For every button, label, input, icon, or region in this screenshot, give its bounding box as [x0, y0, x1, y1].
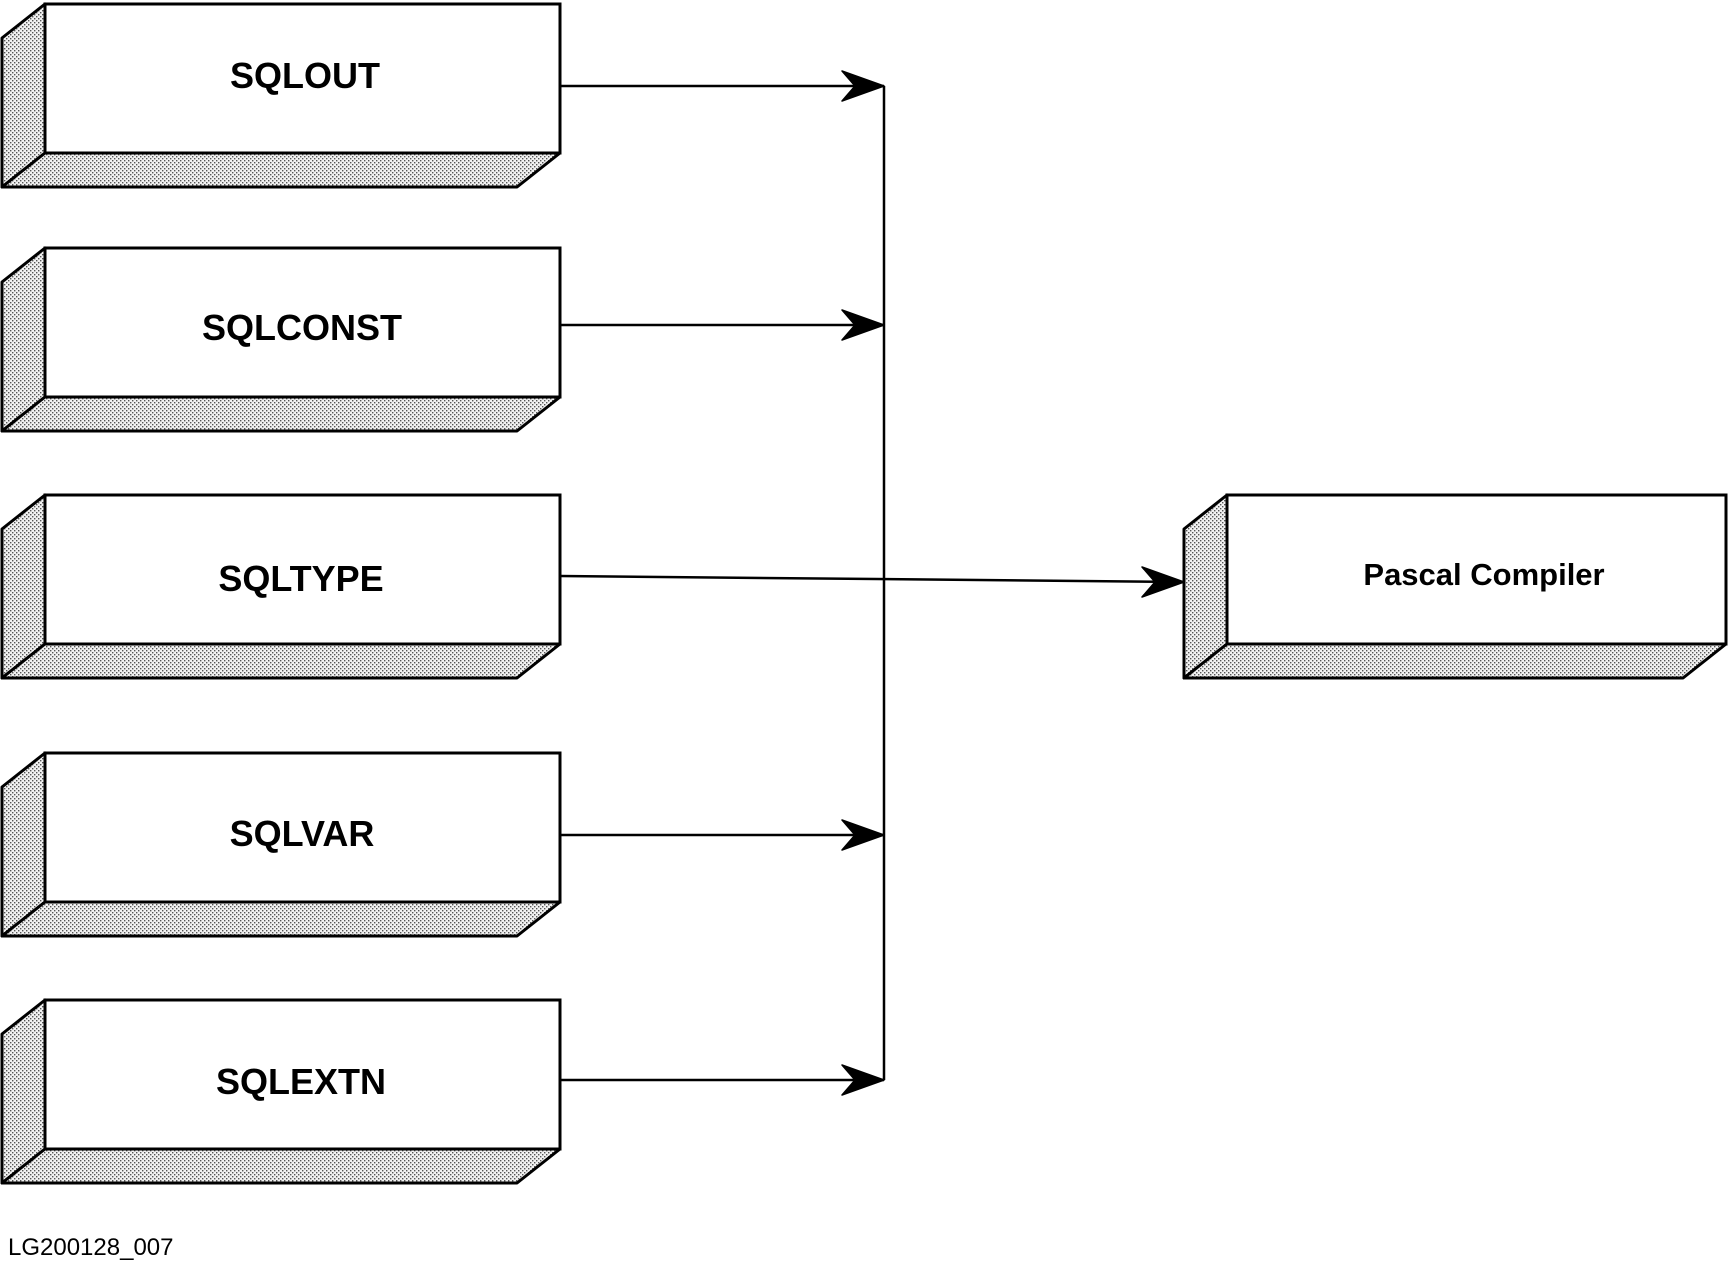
box-front-face [43, 493, 562, 646]
box-label: SQLTYPE [218, 558, 383, 599]
box-bottom-face [1182, 642, 1728, 680]
box-sqlextn: SQLEXTN [0, 998, 562, 1185]
connectors [559, 84, 1185, 1082]
figure-id: LG200128_007 [8, 1234, 174, 1261]
box-front-face [43, 2, 562, 155]
box-sqlout: SQLOUT [0, 2, 562, 189]
box-front-face [43, 246, 562, 399]
box-label: Pascal Compiler [1363, 557, 1604, 592]
box-label: SQLOUT [230, 55, 380, 96]
box-front-face [43, 751, 562, 904]
box-sqlvar: SQLVAR [0, 751, 562, 938]
box-bottom-face [0, 900, 562, 938]
arrowhead-sqlout [841, 70, 885, 102]
box-label: SQLEXTN [216, 1061, 386, 1102]
arrowhead-sqlconst [841, 309, 885, 341]
box-label: SQLVAR [230, 813, 375, 854]
arrowhead-sqlvar [841, 819, 885, 851]
box-bottom-face [0, 395, 562, 433]
box-label: SQLCONST [202, 307, 402, 348]
box-bottom-face [0, 642, 562, 680]
arrowheads [841, 70, 1185, 1096]
arrowhead-pascal-compiler [1141, 566, 1185, 598]
box-front-face [43, 998, 562, 1151]
box-bottom-face [0, 1147, 562, 1185]
arrowhead-sqlextn [841, 1064, 885, 1096]
box-bottom-face [0, 151, 562, 189]
box-sqlconst: SQLCONST [0, 246, 562, 433]
connector-sqltype [559, 574, 1185, 584]
box-sqltype: SQLTYPE [0, 493, 562, 680]
box-front-face [1225, 493, 1728, 646]
box-pascal-compiler: Pascal Compiler [1182, 493, 1728, 680]
